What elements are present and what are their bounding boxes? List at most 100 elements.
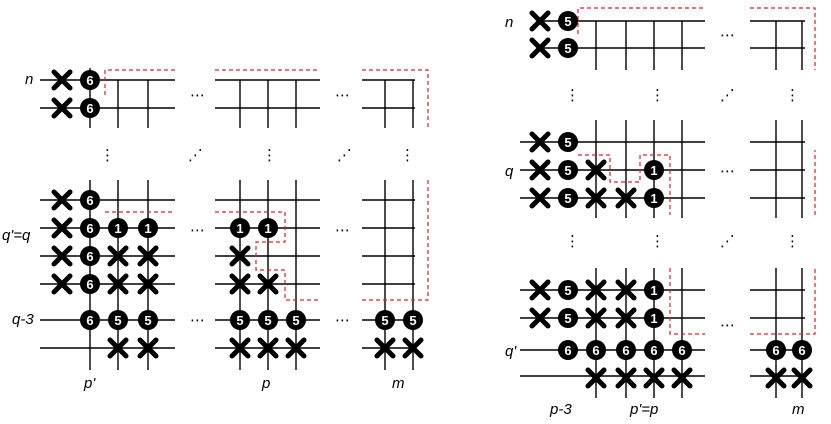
right-dot-5 [558,38,578,58]
right-dot-5 [558,132,578,152]
ellipsis-diagonal: ⋰ [720,86,735,104]
right-col-label-p-minus-3: p-3 [549,401,572,418]
right-dot-5-label: 5 [564,311,571,326]
ellipsis-horizontal: ⋯ [720,26,735,44]
left-dot-6 [80,274,100,294]
left-dot-5 [230,310,250,330]
left-bottom-grid [40,180,415,370]
right-dot-5 [558,280,578,300]
left-dot-6 [80,98,100,118]
ellipsis-vertical: ⋮ [565,232,580,250]
right-dot-6 [644,340,664,360]
ellipsis-horizontal: ⋯ [335,311,350,329]
right-dot-5-label: 5 [564,191,571,206]
right-dot-5-label: 5 [564,135,571,150]
ellipsis-horizontal: ⋯ [720,316,735,334]
right-top-outline [577,7,816,70]
ellipsis-vertical: ⋮ [785,86,800,104]
ellipsis-vertical: ⋮ [100,146,115,164]
right-col-label-p-prime-eq-p: p'=p [629,401,658,418]
left-dot-6 [80,218,100,238]
left-dot-5-label: 5 [236,313,243,328]
right-dot-1 [644,280,664,300]
right-dot-1 [644,308,664,328]
right-dot-6 [586,340,606,360]
right-row-label-q-prime: q' [505,343,517,360]
right-dot-5-label: 5 [564,41,571,56]
right-bottom-outline [669,268,816,335]
right-dot-1-label: 1 [650,311,657,326]
right-dot-6-label: 6 [564,343,571,358]
left-dot-6 [80,246,100,266]
left-dot-6 [80,190,100,210]
right-dot-6-label: 6 [772,343,779,358]
left-dot-5 [403,310,423,330]
right-dot-6 [792,340,812,360]
right-dot-6-label: 6 [678,343,685,358]
left-dot-5-label: 5 [381,313,388,328]
ellipsis-horizontal: ⋯ [190,221,205,239]
ellipsis-vertical: ⋮ [650,232,665,250]
right-dot-6 [558,340,578,360]
left-dot-5 [375,310,395,330]
left-dot-5 [286,310,306,330]
left-row-label-q-minus-3: q-3 [12,311,34,328]
right-dot-6-label: 6 [622,343,629,358]
left-dot-6-label: 6 [86,101,93,116]
ellipsis-vertical: ⋮ [650,86,665,104]
right-dot-1-label: 1 [650,191,657,206]
left-dot-1 [138,218,158,238]
ellipsis-diagonal: ⋰ [337,146,352,164]
ellipsis-horizontal: ⋯ [190,311,205,329]
right-dot-1 [644,188,664,208]
ellipsis-vertical: ⋮ [400,146,415,164]
right-dot-5 [558,11,578,31]
right-top-grid [540,20,805,70]
left-dot-1-label: 1 [144,221,151,236]
left-bottom-outline [105,180,429,301]
right-dot-6-label: 6 [798,343,805,358]
left-col-label-p: p [261,375,270,392]
left-dot-6-label: 6 [86,313,93,328]
left-dot-5-label: 5 [144,313,151,328]
left-dot-6-label: 6 [86,277,93,292]
left-panel: n 6 6 ⋯ ⋯ ⋮ ⋰ ⋮ ⋰ ⋮ q'=q [2,68,429,392]
right-dot-5-label: 5 [564,163,571,178]
right-col-label-m: m [792,401,805,418]
left-top-outline [104,69,429,130]
left-dot-5-label: 5 [409,313,416,328]
right-dot-5-label: 5 [564,283,571,298]
right-dot-6 [672,340,692,360]
left-dot-1-label: 1 [114,221,121,236]
right-dot-1 [644,160,664,180]
left-dot-5 [258,310,278,330]
left-dot-6-label: 6 [86,249,93,264]
left-dot-6-label: 6 [86,193,93,208]
left-dot-5-label: 5 [264,313,271,328]
right-row-label-n: n [505,14,513,31]
left-col-label-p-prime: p' [83,375,96,392]
right-mid-outline [578,150,816,215]
ellipsis-horizontal: ⋯ [190,86,205,104]
right-dot-5-label: 5 [564,14,571,29]
right-dot-1-label: 1 [650,163,657,178]
left-dot-6 [80,310,100,330]
ellipsis-vertical: ⋮ [565,86,580,104]
ellipsis-vertical: ⋮ [785,232,800,250]
left-dot-5-label: 5 [114,313,121,328]
right-panel: n 5 5 ⋯ ⋮ ⋮ ⋰ ⋮ q 5 5 5 [505,7,816,418]
ellipsis-vertical: ⋮ [262,146,277,164]
ellipsis-horizontal: ⋯ [335,86,350,104]
left-dot-5-label: 5 [292,313,299,328]
ellipsis-horizontal: ⋯ [335,221,350,239]
right-dot-5 [558,160,578,180]
left-row-label-n: n [25,71,33,88]
right-dot-6 [616,340,636,360]
right-dot-6 [766,340,786,360]
left-dot-1-label: 1 [264,221,271,236]
left-dot-1-label: 1 [236,221,243,236]
ellipsis-diagonal: ⋰ [720,232,735,250]
left-dot-6-label: 6 [86,73,93,88]
left-col-label-m: m [392,375,405,392]
